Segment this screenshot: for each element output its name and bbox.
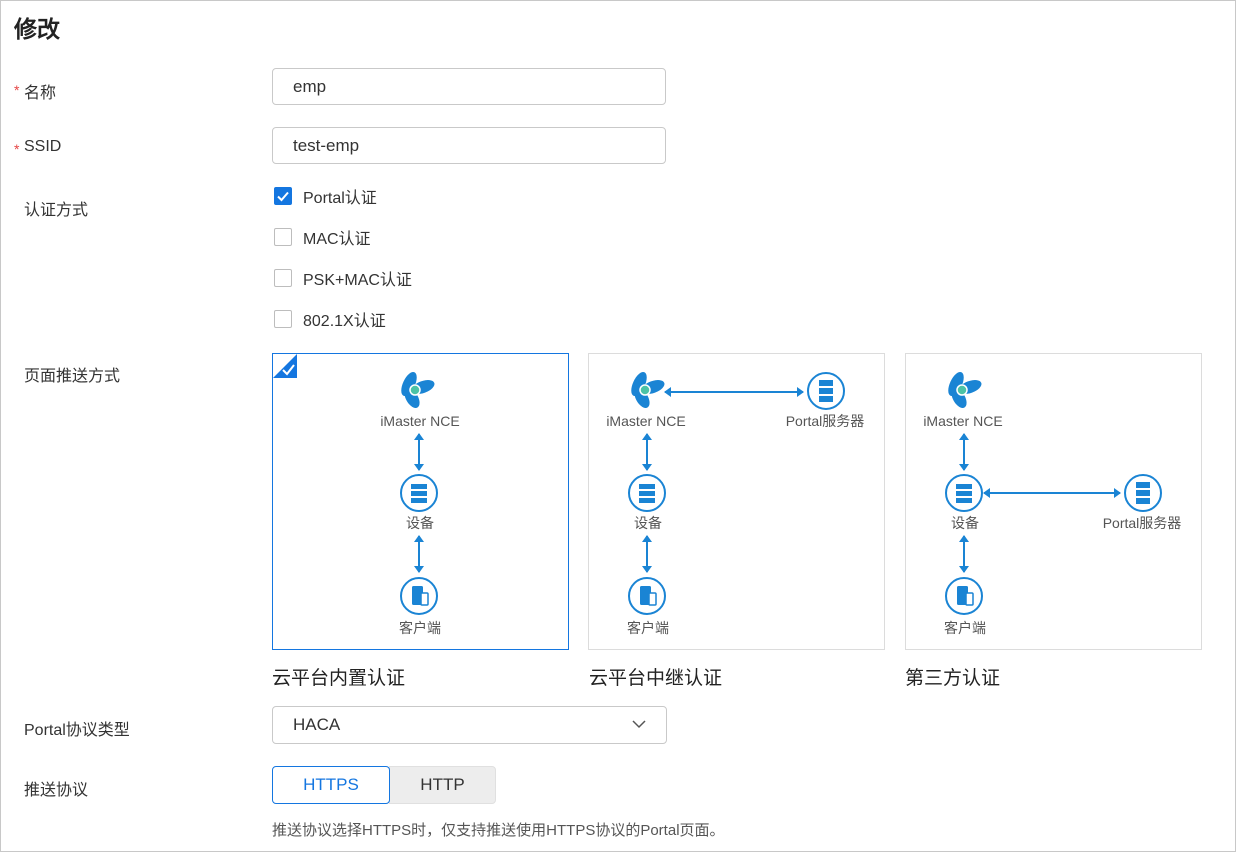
client-icon bbox=[400, 577, 438, 615]
checkbox-box[interactable] bbox=[274, 269, 292, 287]
checkbox-label: PSK+MAC认证 bbox=[303, 272, 412, 289]
device-icon bbox=[628, 474, 666, 512]
client-label: 客户端 bbox=[944, 620, 986, 636]
ssid-label: SSID bbox=[24, 138, 62, 155]
push-mode-label: 页面推送方式 bbox=[24, 368, 121, 385]
imaster-nce-icon bbox=[631, 371, 665, 408]
portal-server-icon bbox=[1124, 474, 1162, 512]
required-mark: * bbox=[14, 82, 20, 98]
device-label: 设备 bbox=[634, 515, 662, 531]
checkbox-label: MAC认证 bbox=[303, 231, 371, 248]
chevron-down-icon bbox=[632, 720, 646, 729]
portal-server-label: Portal服务器 bbox=[1103, 515, 1182, 531]
client-icon bbox=[628, 577, 666, 615]
imaster-nce-icon bbox=[948, 371, 982, 408]
portal-server-icon bbox=[807, 372, 845, 410]
push-mode-card-third-party[interactable]: iMaster NCE 设备 Portal服务器 bbox=[905, 353, 1202, 650]
nce-label: iMaster NCE bbox=[606, 413, 685, 429]
third-party-auth-diagram: iMaster NCE 设备 Portal服务器 bbox=[923, 371, 1182, 636]
push-mode-card-builtin[interactable]: iMaster NCE 设备 客户端 bbox=[272, 353, 569, 650]
client-label: 客户端 bbox=[399, 620, 441, 636]
push-protocol-hint: 推送协议选择HTTPS时，仅支持推送使用HTTPS协议的Portal页面。 bbox=[272, 822, 725, 839]
checkbox-label: Portal认证 bbox=[303, 190, 377, 207]
relay-auth-diagram: iMaster NCE Portal服务器 设备 bbox=[606, 371, 865, 636]
nce-label: iMaster NCE bbox=[923, 413, 1002, 429]
card-caption: 第三方认证 bbox=[905, 668, 1001, 689]
portal-server-label: Portal服务器 bbox=[786, 413, 865, 429]
checkbox-mac-auth[interactable]: MAC认证 bbox=[274, 227, 371, 248]
push-protocol-https[interactable]: HTTPS bbox=[272, 766, 390, 804]
builtin-auth-diagram: iMaster NCE 设备 客户端 bbox=[380, 371, 460, 636]
portal-protocol-label: Portal协议类型 bbox=[24, 722, 130, 739]
name-input[interactable] bbox=[272, 68, 666, 105]
auth-method-label: 认证方式 bbox=[24, 202, 89, 219]
select-value: HACA bbox=[293, 715, 341, 734]
ssid-input[interactable] bbox=[272, 127, 666, 164]
device-label: 设备 bbox=[406, 515, 434, 531]
card-caption: 云平台中继认证 bbox=[589, 668, 723, 689]
checkbox-8021x-auth[interactable]: 802.1X认证 bbox=[274, 309, 386, 330]
client-icon bbox=[945, 577, 983, 615]
checkbox-checked-icon[interactable] bbox=[274, 187, 292, 205]
name-label: 名称 bbox=[24, 85, 57, 102]
device-icon bbox=[945, 474, 983, 512]
portal-protocol-select[interactable]: HACA bbox=[272, 706, 667, 744]
client-label: 客户端 bbox=[627, 620, 669, 636]
device-label: 设备 bbox=[951, 515, 979, 531]
push-protocol-http[interactable]: HTTP bbox=[389, 766, 496, 804]
checkbox-box[interactable] bbox=[274, 228, 292, 246]
push-protocol-label: 推送协议 bbox=[24, 782, 89, 799]
selected-check-icon bbox=[273, 354, 297, 378]
checkbox-label: 802.1X认证 bbox=[303, 313, 386, 330]
push-mode-card-relay[interactable]: iMaster NCE Portal服务器 设备 bbox=[588, 353, 885, 650]
checkbox-portal-auth[interactable]: Portal认证 bbox=[274, 186, 377, 207]
card-caption: 云平台内置认证 bbox=[272, 668, 406, 689]
nce-label: iMaster NCE bbox=[380, 413, 459, 429]
imaster-nce-icon bbox=[401, 371, 435, 408]
required-mark: * bbox=[14, 141, 20, 157]
page-title: 修改 bbox=[14, 16, 60, 42]
checkbox-box[interactable] bbox=[274, 310, 292, 328]
device-icon bbox=[400, 474, 438, 512]
checkbox-psk-mac-auth[interactable]: PSK+MAC认证 bbox=[274, 268, 412, 289]
